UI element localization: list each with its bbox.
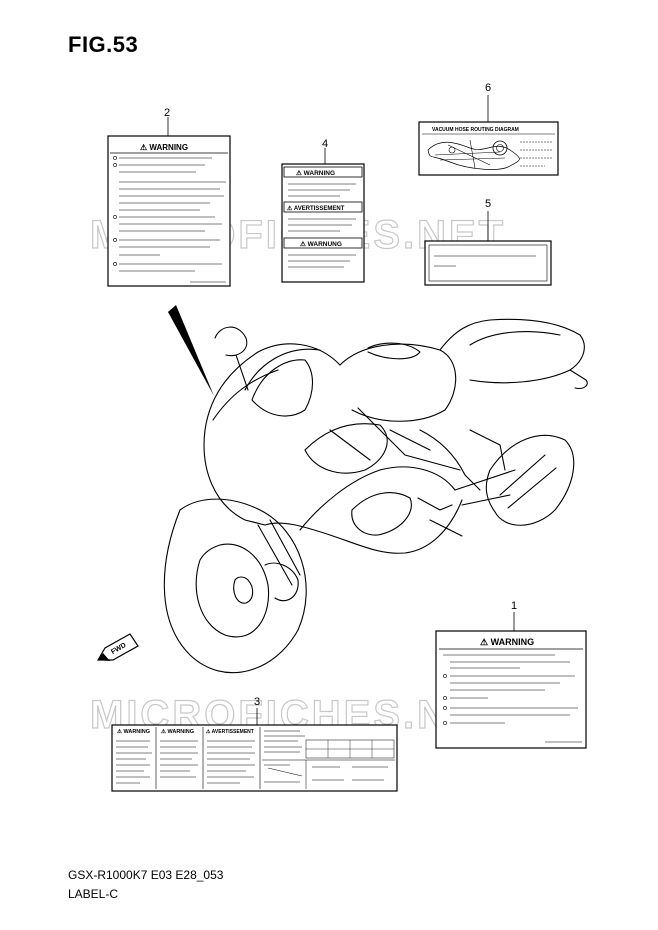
callout-4: 4 [322,138,329,150]
pointer-arrow [168,305,214,396]
label-2-warning[interactable]: ⚠ WARNING [107,135,231,287]
group-name: LABEL-C [68,887,119,901]
label-3-warning-1: ⚠ WARNING [117,728,150,735]
label-4-avertissement-heading: ⚠ AVERTISSEMENT [287,205,345,212]
label-3-combined-label[interactable]: ⚠ WARNING ⚠ WARNING ⚠ AVERTISSEMENT [111,724,398,792]
label-6-heading: VACUUM HOSE ROUTING DIAGRAM [432,127,519,133]
label-3-avertissement: ⚠ AVERTISSEMENT [206,729,254,735]
label-2-heading: ⚠ WARNING [140,143,188,152]
callout-6: 6 [485,82,492,94]
model-code: GSX-R1000K7 E03 E28_053 [68,868,224,882]
label-1-heading: ⚠ WARNING [480,637,534,647]
label-5-blank-label[interactable] [424,240,552,286]
callout-3: 3 [254,696,261,708]
figure-title: FIG.53 [68,32,139,57]
callout-5: 5 [485,198,492,210]
label-1-warning[interactable]: ⚠ WARNING [435,630,587,749]
callout-2: 2 [164,107,171,119]
label-6-vacuum-hose-diagram[interactable]: VACUUM HOSE ROUTING DIAGRAM [418,121,559,176]
callout-1: 1 [511,600,518,612]
motorcycle-illustration [163,318,588,674]
label-4-multilingual-warning[interactable]: ⚠ WARNING ⚠ AVERTISSEMENT ⚠ WARNUNG [281,163,365,283]
label-3-warning-2: ⚠ WARNING [161,728,194,735]
label-4-warning-heading: ⚠ WARNING [296,169,335,177]
fwd-arrow: FWD [96,633,139,661]
label-4-warnung-heading: ⚠ WARNUNG [300,240,342,248]
